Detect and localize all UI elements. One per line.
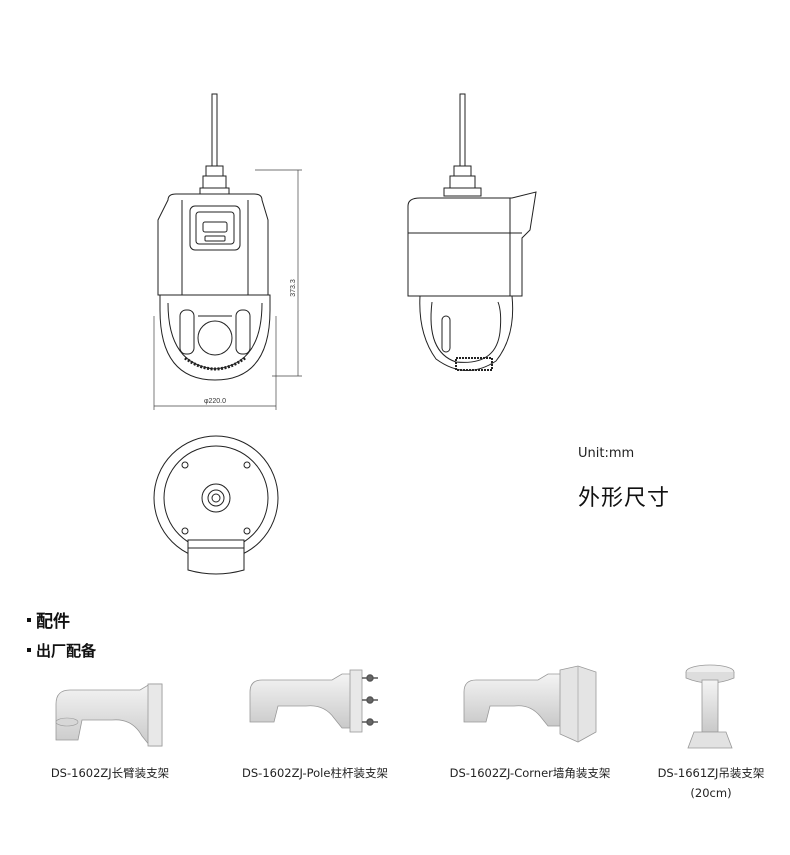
dimensions-title: 外形尺寸: [578, 486, 671, 511]
accessories-heading-text: 配件: [36, 612, 70, 632]
height-dimension-label: 373.3: [290, 279, 297, 297]
camera-front-view-drawing: 373.3 φ220.0: [153, 93, 302, 410]
standard-accessories-heading: 出厂配备: [27, 640, 96, 661]
pendant-mount-image: [685, 664, 735, 749]
corner-mount-label: DS-1602ZJ-Corner墙角装支架: [449, 766, 611, 780]
standard-accessories-heading-text: 出厂配备: [36, 642, 97, 660]
long-arm-wall-mount-image: [55, 683, 163, 747]
pole-mount-label: DS-1602ZJ-Pole柱杆装支架: [242, 766, 388, 780]
camera-bottom-view-drawing: [153, 435, 279, 575]
accessories-heading: 配件: [27, 607, 70, 632]
unit-label: Unit:mm: [578, 446, 635, 461]
width-dimension-label: φ220.0: [204, 398, 226, 405]
long-arm-wall-mount-label: DS-1602ZJ长臂装支架: [50, 766, 170, 780]
corner-mount-image: [463, 665, 597, 743]
pendant-mount-label: DS-1661ZJ吊装支架: [657, 766, 765, 780]
pendant-mount-sublabel: (20cm): [690, 786, 732, 800]
pole-mount-image: [249, 669, 378, 733]
camera-side-view-drawing: [407, 93, 537, 371]
